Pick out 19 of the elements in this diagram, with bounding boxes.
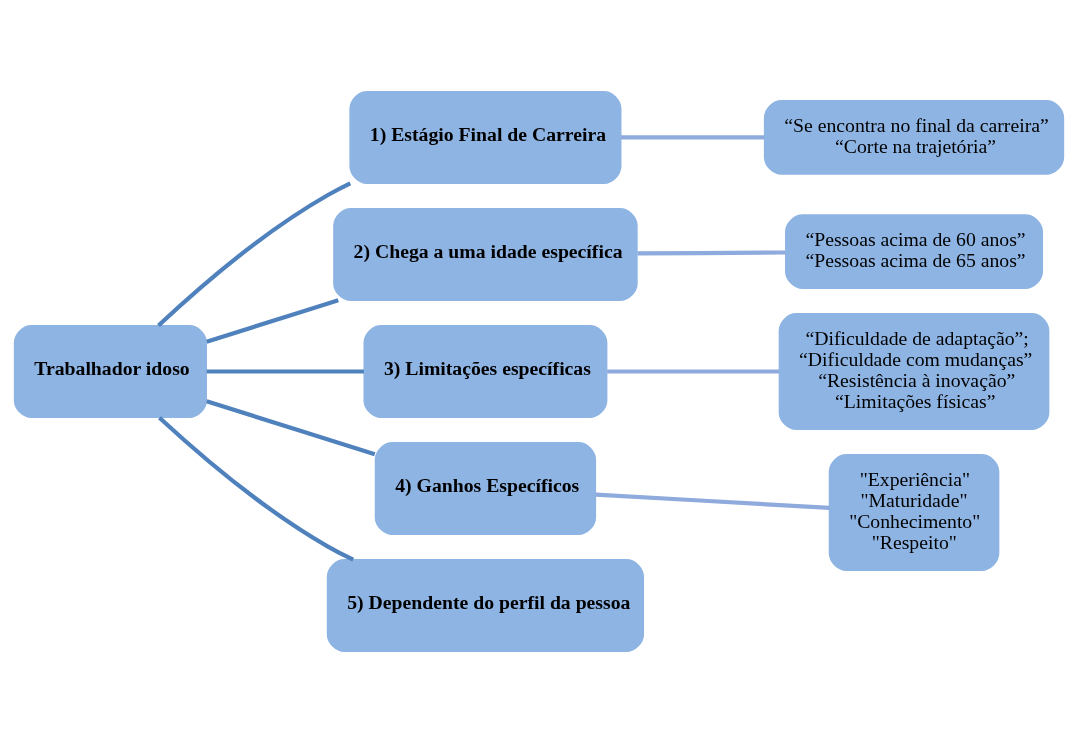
node-box: “Pessoas acima de 60 anos” “Pessoas acima de 65 anos”	[785, 213, 1044, 289]
node-box: 4) Ganhos Específicos	[374, 441, 597, 535]
connector	[595, 492, 830, 510]
node-box: 5) Dependente do perfil da pessoa	[326, 558, 645, 652]
node-box: “Dificuldade de adaptação”; “Dificuldade com mudanças” “Resistência à inovação” “Limitações físicas”	[778, 312, 1050, 430]
connector	[206, 368, 364, 374]
node-box: 3) Limitações específicas	[363, 324, 608, 418]
node-box: "Experiência" "Maturidade" "Conhecimento" "Respeito"	[828, 453, 1000, 571]
connector	[607, 368, 780, 374]
connector	[206, 398, 376, 456]
node-box: 2) Chega a uma idade específica	[333, 207, 638, 301]
connector	[157, 180, 352, 327]
node-box: Trabalhador idoso	[13, 324, 207, 418]
connector	[620, 134, 765, 140]
node-box: “Se encontra no final da carreira” “Corte na trajetória”	[763, 99, 1065, 175]
connector	[158, 415, 355, 562]
connector	[206, 297, 339, 344]
node-box: 1) Estágio Final de Carreira	[349, 90, 622, 184]
connector	[637, 249, 786, 256]
